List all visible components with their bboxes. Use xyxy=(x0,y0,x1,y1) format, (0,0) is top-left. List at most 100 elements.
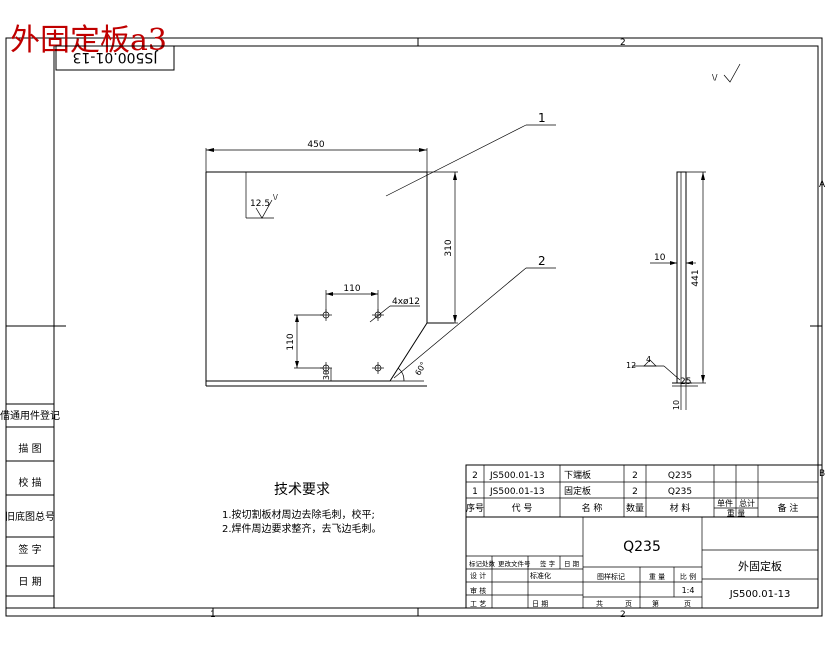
svg-text:描 图: 描 图 xyxy=(18,442,41,455)
svg-text:固定板: 固定板 xyxy=(564,485,591,497)
svg-text:JS500.01-13: JS500.01-13 xyxy=(489,487,545,497)
svg-text:日 期: 日 期 xyxy=(564,560,580,568)
svg-text:\/: \/ xyxy=(712,73,718,82)
stamp-code-box xyxy=(55,45,175,71)
svg-text:材 料: 材 料 xyxy=(670,502,691,514)
svg-text:1: 1 xyxy=(472,487,478,497)
svg-text:10: 10 xyxy=(672,400,681,410)
title-drawing-name: 外固定板 xyxy=(738,559,782,573)
dim-holes-callout: 4xø12 xyxy=(369,297,420,323)
svg-text:页: 页 xyxy=(684,600,691,608)
title-block: Q235 外固定板 JS500.01-13 标记 处数 更改文件号 签 字 日 … xyxy=(465,516,819,609)
balloon-2: 2 xyxy=(393,254,556,379)
stamp-code: JS500.01-13 xyxy=(73,49,159,65)
dim-width-450: 450 xyxy=(205,140,428,172)
svg-text:110: 110 xyxy=(286,333,296,350)
balloon-1: 1 xyxy=(385,111,556,197)
svg-text:Q235: Q235 xyxy=(668,471,692,481)
zone-label-top: 2 xyxy=(620,38,626,48)
svg-text:Q235: Q235 xyxy=(668,487,692,497)
svg-text:日 期: 日 期 xyxy=(18,576,41,588)
weld-symbol-icon: 12 4 xyxy=(626,355,681,381)
title-material: Q235 xyxy=(623,539,661,555)
svg-text:总计: 总计 xyxy=(739,498,755,508)
svg-text:60°: 60° xyxy=(413,360,428,377)
svg-text:签 字: 签 字 xyxy=(540,559,556,568)
svg-text:JS500.01-13: JS500.01-13 xyxy=(489,471,545,481)
svg-text:2: 2 xyxy=(632,487,638,497)
left-record-strip: 借通用件登记 描 图 校 描 旧底图总号 签 字 日 期 xyxy=(0,403,60,609)
roughness-12-5-icon: 12.5 \/ xyxy=(245,172,278,219)
zone-label-right-b: B xyxy=(819,469,825,479)
title-drawing-code: JS500.01-13 xyxy=(729,589,791,600)
svg-text:第: 第 xyxy=(652,599,659,608)
svg-text:4xø12: 4xø12 xyxy=(392,297,420,307)
svg-text:310: 310 xyxy=(444,239,454,256)
svg-text:12: 12 xyxy=(626,361,636,370)
tech-requirements: 技术要求 1.按切割板材周边去除毛刺，校平; 2.焊件周边要求整齐，去飞边毛刺。 xyxy=(222,482,382,535)
svg-text:日 期: 日 期 xyxy=(532,600,548,608)
svg-text:重 量: 重 量 xyxy=(727,508,746,518)
dim-bottom-10: 10 xyxy=(672,383,687,410)
dim-hole-spacing-vertical: 110 xyxy=(286,314,323,369)
svg-text:借通用件登记: 借通用件登记 xyxy=(0,409,60,422)
svg-text:25: 25 xyxy=(680,377,691,387)
outer-border xyxy=(5,37,823,617)
dim-height-441: 441 xyxy=(686,171,706,384)
dim-angle-60: 60° xyxy=(390,360,428,382)
svg-text:备 注: 备 注 xyxy=(778,502,799,514)
svg-text:处数: 处数 xyxy=(482,559,496,568)
svg-text:30: 30 xyxy=(322,370,331,380)
title-scale: 1:4 xyxy=(682,586,695,595)
plate-front-view xyxy=(205,171,454,387)
corner-title: 外固定板a3 xyxy=(10,23,167,58)
svg-text:数量: 数量 xyxy=(626,502,644,514)
tech-req-line-1: 1.按切割板材周边去除毛刺，校平; xyxy=(222,508,375,521)
svg-text:下端板: 下端板 xyxy=(564,469,591,481)
svg-text:名 称: 名 称 xyxy=(582,502,603,514)
svg-text:签 字: 签 字 xyxy=(18,543,41,556)
svg-text:10: 10 xyxy=(654,253,666,263)
svg-text:\/: \/ xyxy=(273,193,278,201)
svg-text:2: 2 xyxy=(632,471,638,481)
svg-text:更改文件号: 更改文件号 xyxy=(498,559,531,568)
svg-text:12.5: 12.5 xyxy=(250,199,270,209)
zone-label-right-a: A xyxy=(819,180,826,190)
svg-text:441: 441 xyxy=(691,269,701,286)
svg-text:2: 2 xyxy=(472,471,478,481)
svg-text:设 计: 设 计 xyxy=(470,571,486,580)
svg-text:单件: 单件 xyxy=(717,498,733,508)
svg-text:页: 页 xyxy=(625,600,632,608)
svg-text:4: 4 xyxy=(646,355,651,364)
tech-req-title: 技术要求 xyxy=(274,482,330,498)
roughness-corner-icon: \/ xyxy=(712,63,741,83)
svg-text:校 描: 校 描 xyxy=(18,476,41,489)
svg-text:比 例: 比 例 xyxy=(680,572,696,581)
svg-text:序号: 序号 xyxy=(466,502,484,514)
svg-text:110: 110 xyxy=(343,284,360,294)
inner-frame xyxy=(53,45,819,609)
svg-text:工 艺: 工 艺 xyxy=(470,600,486,608)
svg-text:2: 2 xyxy=(538,254,546,268)
svg-text:代 号: 代 号 xyxy=(512,503,533,514)
dim-height-310: 310 xyxy=(427,171,458,324)
svg-text:审 核: 审 核 xyxy=(470,586,486,595)
zone-label-bottom-2: 2 xyxy=(620,610,626,620)
plate-side-view xyxy=(672,171,692,384)
dim-thickness-10: 10 xyxy=(650,253,696,265)
zone-label-bottom-1: 1 xyxy=(210,610,216,620)
svg-text:450: 450 xyxy=(307,140,324,150)
tech-req-line-2: 2.焊件周边要求整齐，去飞边毛刺。 xyxy=(222,522,382,535)
parts-list-table: 2 JS500.01-13 下端板 2 Q235 1 JS500.01-13 固… xyxy=(465,464,819,518)
svg-text:旧底图总号: 旧底图总号 xyxy=(5,510,55,523)
dim-hole-spacing-horizontal: 110 xyxy=(325,284,379,312)
svg-text:重 量: 重 量 xyxy=(649,573,665,581)
svg-text:标记: 标记 xyxy=(469,559,483,568)
svg-text:共: 共 xyxy=(596,599,603,608)
svg-text:图样标记: 图样标记 xyxy=(597,572,625,581)
svg-text:标准化: 标准化 xyxy=(530,571,551,580)
svg-text:1: 1 xyxy=(538,111,546,125)
dim-edge-30: 30 xyxy=(322,368,332,381)
dim-bottom-25: 25 xyxy=(672,377,698,387)
